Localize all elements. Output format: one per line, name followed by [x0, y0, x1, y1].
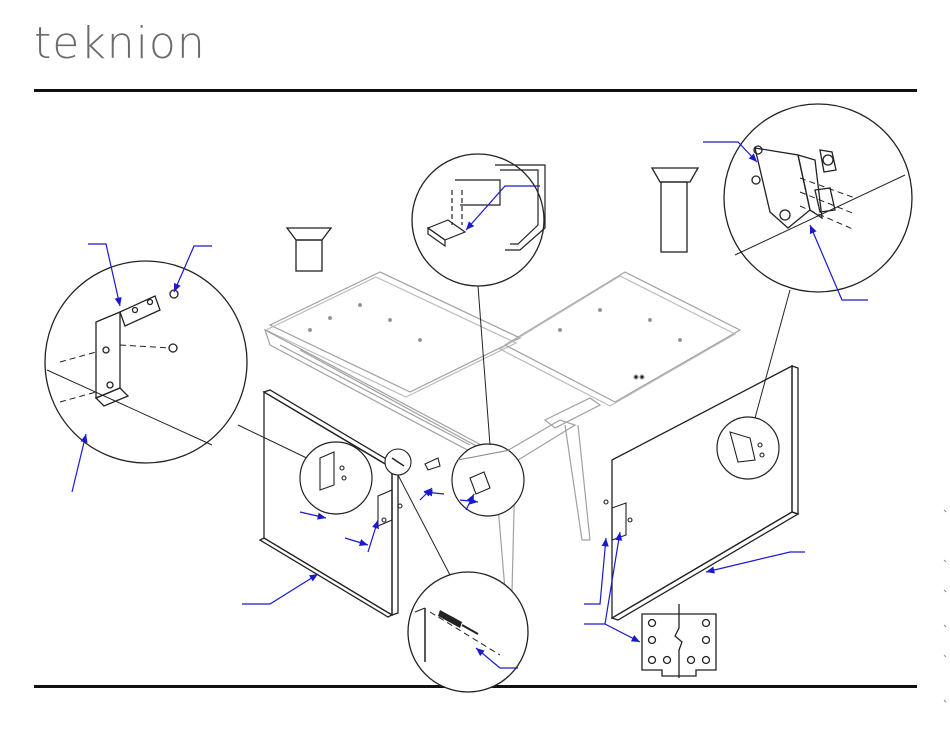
bracket-plate-detail [642, 604, 716, 678]
table-corner-bracket-detail [412, 154, 545, 286]
right-bracket-detail [724, 104, 912, 292]
left-panel-bracket-zoom [300, 442, 372, 514]
short-leg-icon [287, 228, 331, 271]
right-panel-bracket-zoom [717, 417, 779, 479]
margin-ticks [944, 510, 946, 702]
frame-corner-zoom [452, 444, 524, 516]
left-bracket-detail [45, 261, 315, 463]
screw-detail [408, 572, 528, 692]
screw-zoom-marker [385, 449, 411, 475]
desk-frame [265, 272, 740, 592]
tall-leg-icon [652, 168, 698, 252]
right-modesty-panel [612, 366, 798, 620]
